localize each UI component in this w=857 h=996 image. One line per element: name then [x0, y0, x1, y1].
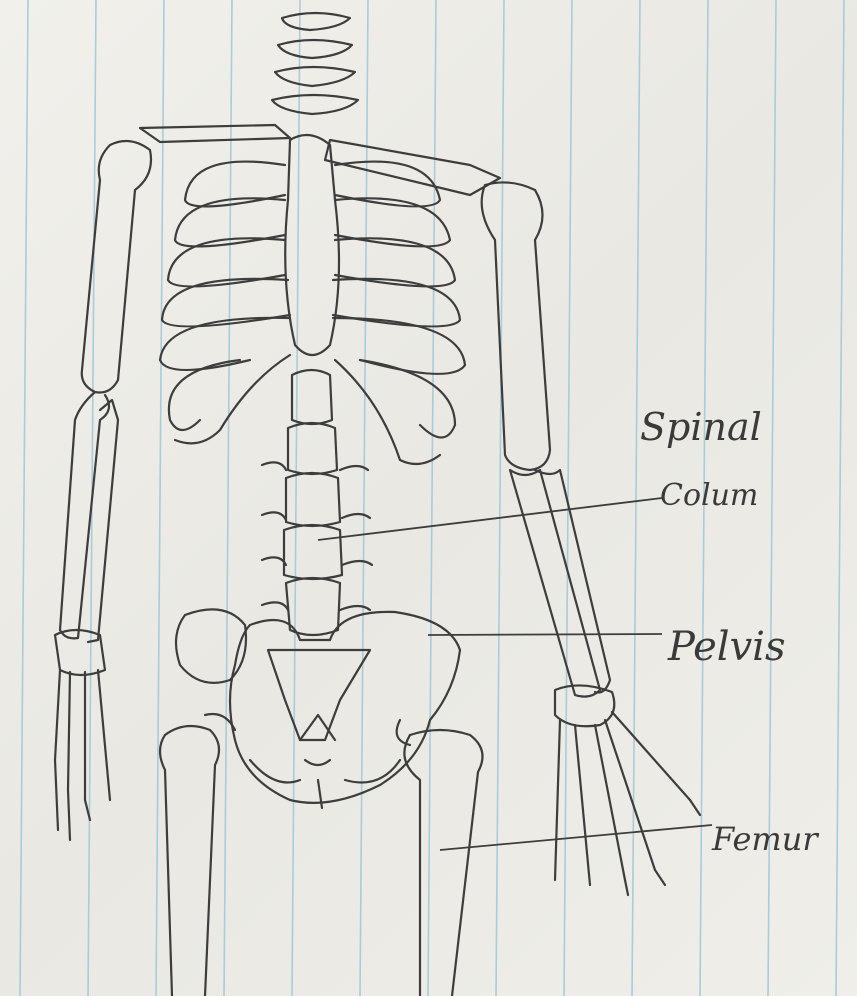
ribs-left: [160, 162, 290, 444]
lumbar-spine: [262, 370, 372, 635]
ribs-right: [333, 162, 465, 464]
arm-left: [55, 141, 151, 840]
leader-line-femur: [440, 825, 712, 850]
label-femur: Femur: [711, 820, 819, 858]
clavicles: [140, 125, 500, 195]
leader-line-pelvis: [428, 634, 662, 635]
label-column: Colum: [660, 478, 758, 513]
label-pelvis: Pelvis: [667, 624, 786, 670]
arm-right: [482, 182, 700, 895]
label-spinal: Spinal: [640, 405, 762, 449]
sternum: [285, 135, 339, 355]
cervical-vertebrae: [272, 13, 358, 114]
leader-lines: [318, 498, 712, 850]
